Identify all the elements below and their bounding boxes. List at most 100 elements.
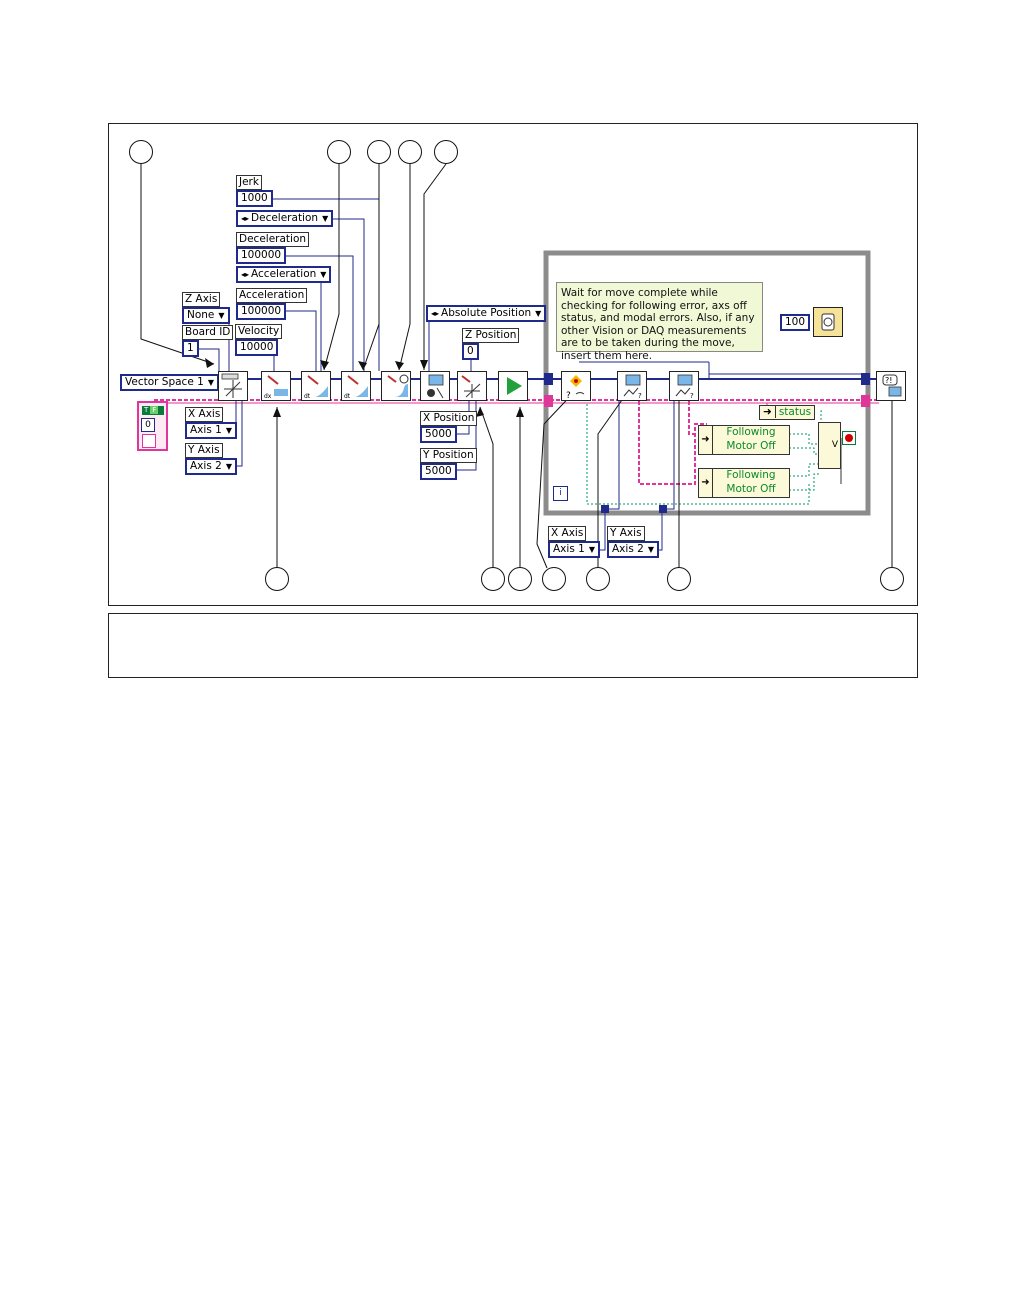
configure-vector-space-icon[interactable] [218,371,248,401]
wiring-layer [140,163,896,569]
accel-mode-ring[interactable]: ◂▸Acceleration▼ [236,266,332,283]
motor-off-2: Motor Off [713,483,789,497]
callout-12 [880,567,904,591]
increment-icon: ◂▸ [241,270,250,279]
callout-8 [508,567,532,591]
dropdown-arrow-icon: ▼ [322,214,329,223]
block-diagram: Jerk 1000 ◂▸Deceleration▼ Deceleration 1… [108,123,918,606]
y-axis-label: Y Axis [185,443,223,458]
load-velocity-icon[interactable]: dx [261,371,291,401]
callout-11 [667,567,691,591]
decel-mode-ring[interactable]: ◂▸Deceleration▼ [236,210,334,227]
acceleration-control[interactable]: 100000 [236,303,287,320]
svg-text:dt: dt [344,393,351,400]
callout-2 [327,140,351,164]
z-position-control[interactable]: 0 [462,343,479,360]
motor-off-1: Motor Off [713,440,789,454]
status-indicator: ➜status [759,405,816,420]
load-deceleration-icon[interactable]: dt [341,371,371,401]
increment-icon: ◂▸ [241,214,250,223]
jerk-control[interactable]: 1000 [236,190,273,207]
dropdown-arrow-icon: ▼ [535,309,542,318]
dropdown-arrow-icon: ▼ [588,545,595,554]
callout-10 [586,567,610,591]
callout-7 [481,567,505,591]
loop-x-axis-ring[interactable]: Axis 1▼ [548,541,600,558]
dropdown-arrow-icon: ▼ [207,378,214,387]
indicator-arrow-icon: ➜ [699,426,713,454]
motion-error-handler-icon[interactable]: ?! [876,371,906,401]
x-axis-ring[interactable]: Axis 1▼ [185,422,237,439]
jerk-label: Jerk [236,175,262,190]
svg-text:dx: dx [264,393,272,400]
loop-y-axis-ring[interactable]: Axis 2▼ [607,541,659,558]
callout-arrows [140,163,893,569]
x-position-label: X Position [420,411,478,426]
y-position-label: Y Position [420,448,477,463]
svg-text:?: ? [638,392,642,400]
svg-text:?: ? [566,391,571,400]
error-code-constant: 0 [141,418,155,432]
start-motion-icon[interactable] [498,371,528,401]
svg-text:?!: ?! [885,376,892,385]
z-axis-label: Z Axis [182,292,221,307]
indicator-arrow-icon: ➜ [760,406,776,418]
loop-tunnel-ref-in [544,373,553,385]
x-position-control[interactable]: 5000 [420,426,457,443]
check-move-complete-icon[interactable]: ? [561,371,591,401]
vector-space-ring[interactable]: Vector Space 1▼ [120,374,219,391]
read-per-axis-status-2-icon[interactable]: ? [669,371,699,401]
loop-tunnel-ref-out [861,373,870,385]
wait-timer-icon[interactable] [813,307,843,337]
error-source-constant [142,434,156,448]
callout-4 [398,140,422,164]
set-operation-mode-icon[interactable] [420,371,450,401]
board-id-label: Board ID [182,325,234,340]
dropdown-arrow-icon: ▼ [320,270,327,279]
indicator-arrow-icon: ➜ [699,469,713,497]
callout-1 [129,140,153,164]
loop-x-axis-label: X Axis [548,526,587,541]
acceleration-label: Acceleration [236,288,308,303]
x-axis-label: X Axis [185,407,224,422]
dropdown-arrow-icon: ▼ [225,426,232,435]
z-position-label: Z Position [462,328,520,343]
svg-text:dt: dt [304,393,311,400]
z-axis-ring[interactable]: None▼ [182,307,230,324]
status-unbundle-1: ➜ Following Error Motor Off [698,425,790,455]
following-error-1: Following Error [713,426,789,451]
load-acceleration-icon[interactable]: dt [301,371,331,401]
increment-icon: ◂▸ [431,309,440,318]
caption-box [108,613,918,678]
dropdown-arrow-icon: ▼ [647,545,654,554]
velocity-label: Velocity [235,324,283,339]
dropdown-arrow-icon: ▼ [218,311,225,320]
callout-5 [434,140,458,164]
loop-y-axis-label: Y Axis [607,526,645,541]
deceleration-control[interactable]: 100000 [236,247,287,264]
board-id-control[interactable]: 1 [182,340,199,357]
following-error-2: Following Error [713,469,789,494]
callout-9 [542,567,566,591]
y-axis-ring[interactable]: Axis 2▼ [185,458,237,475]
stop-button-icon[interactable] [842,431,856,445]
loop-tunnel-error-in [544,395,553,407]
compound-or: V [818,422,841,469]
load-target-position-icon[interactable] [457,371,487,401]
status-unbundle-2: ➜ Following Error Motor Off [698,468,790,498]
y-position-control[interactable]: 5000 [420,463,457,480]
read-per-axis-status-icon[interactable]: ? [617,371,647,401]
dropdown-arrow-icon: ▼ [225,462,232,471]
loop-iteration-terminal: i [553,486,568,501]
velocity-control[interactable]: 10000 [235,339,279,356]
position-mode-ring[interactable]: ◂▸Absolute Position▼ [426,305,547,322]
load-scurve-icon[interactable] [381,371,411,401]
loop-tunnel-error-out [861,395,870,407]
callout-6 [265,567,289,591]
loop-comment: Wait for move complete while checking fo… [556,282,763,362]
callout-3 [367,140,391,164]
wait-ms-constant[interactable]: 100 [780,314,811,331]
deceleration-label: Deceleration [236,232,310,247]
